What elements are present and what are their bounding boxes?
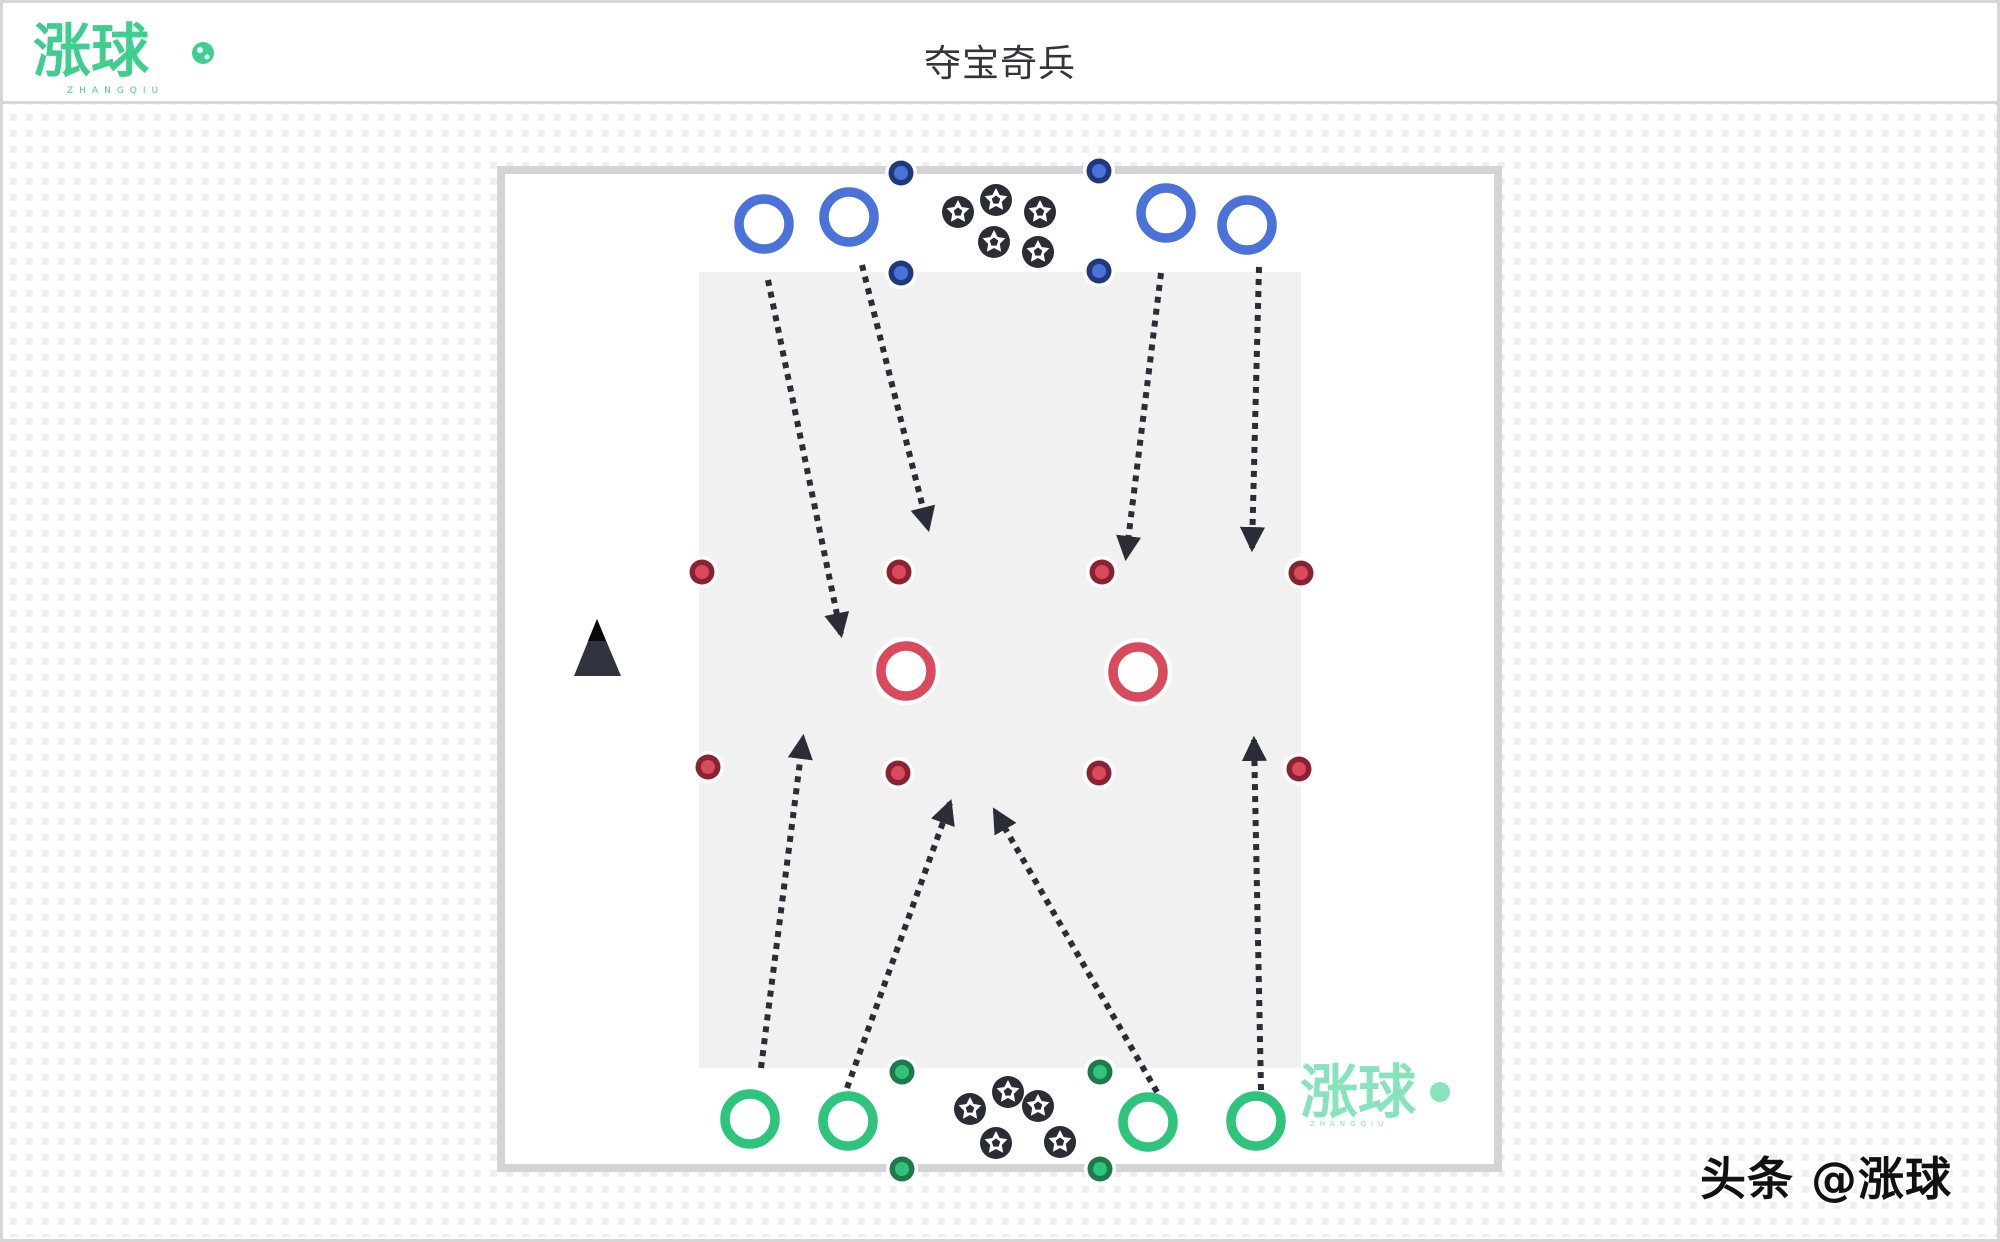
movement-arrow[interactable] [765,279,850,639]
coach-marker-icon[interactable] [574,619,621,676]
movement-arrows [758,264,1268,1094]
movement-arrow[interactable] [859,264,936,533]
red-cone-icon[interactable] [686,556,718,588]
soccer-ball-icon[interactable] [992,1076,1024,1108]
movement-arrow[interactable] [1241,735,1268,1091]
zhangqiu-logo: 涨球 ZHANGQIU [33,17,214,96]
header: 涨球 ZHANGQIU 夺宝奇兵 [3,3,1997,104]
green-cone-icon[interactable] [1084,1153,1116,1185]
soccer-ball-icon[interactable] [980,1127,1012,1159]
soccer-ball-icon[interactable] [954,1093,986,1125]
blue-cone-icon[interactable] [1083,255,1115,287]
soccer-ball-icon[interactable] [1024,196,1056,228]
cones [686,155,1317,1185]
blue-cone-icon[interactable] [885,157,917,189]
red-player-icon[interactable] [1104,638,1172,706]
soccer-ball-icon[interactable] [1022,236,1054,268]
red-cone-icon[interactable] [1086,556,1118,588]
green-cone-icon[interactable] [1084,1056,1116,1088]
blue-player-icon[interactable] [819,187,879,247]
corner-watermark: 头条 @涨球 [1700,1152,1953,1206]
soccer-ball-icon[interactable] [978,226,1010,258]
green-cone-icon[interactable] [886,1153,918,1185]
red-cone-icon[interactable] [692,751,724,783]
red-cone-icon[interactable] [883,556,915,588]
soccer-ball-icon[interactable] [942,196,974,228]
field-watermark-text: 涨球 [1300,1058,1417,1126]
movement-arrow[interactable] [758,733,813,1069]
green-player-icon[interactable] [1226,1091,1286,1151]
soccer-ball-icon[interactable] [1022,1090,1054,1122]
field-watermark-subtitle: ZHANGQIU [1310,1120,1388,1128]
red-cone-icon[interactable] [1285,557,1317,589]
green-cone-icon[interactable] [886,1056,918,1088]
blue-cone-icon[interactable] [885,257,917,289]
logo-text: 涨球 [33,17,150,85]
soccer-ball-icon[interactable] [1044,1126,1076,1158]
red-cone-icon[interactable] [1283,753,1315,785]
blue-cone-icon[interactable] [1083,155,1115,187]
movement-arrow[interactable] [844,799,955,1090]
watermark-ball-icon [1430,1082,1450,1102]
players [720,183,1286,1152]
red-player-icon[interactable] [872,637,940,705]
green-player-icon[interactable] [1118,1092,1178,1152]
soccer-ball-icon[interactable] [980,184,1012,216]
red-cone-icon[interactable] [1083,757,1115,789]
logo-subtitle: ZHANGQIU [67,86,164,96]
page-title: 夺宝奇兵 [924,42,1076,85]
green-player-icon[interactable] [720,1089,780,1149]
green-player-icon[interactable] [818,1091,878,1151]
blue-player-icon[interactable] [1136,183,1196,243]
blue-player-icon[interactable] [1217,195,1277,255]
blue-player-icon[interactable] [734,194,794,254]
red-cone-icon[interactable] [882,757,914,789]
inner-zone [699,272,1301,1068]
field-watermark-logo: 涨球 ZHANGQIU [1300,1058,1450,1128]
